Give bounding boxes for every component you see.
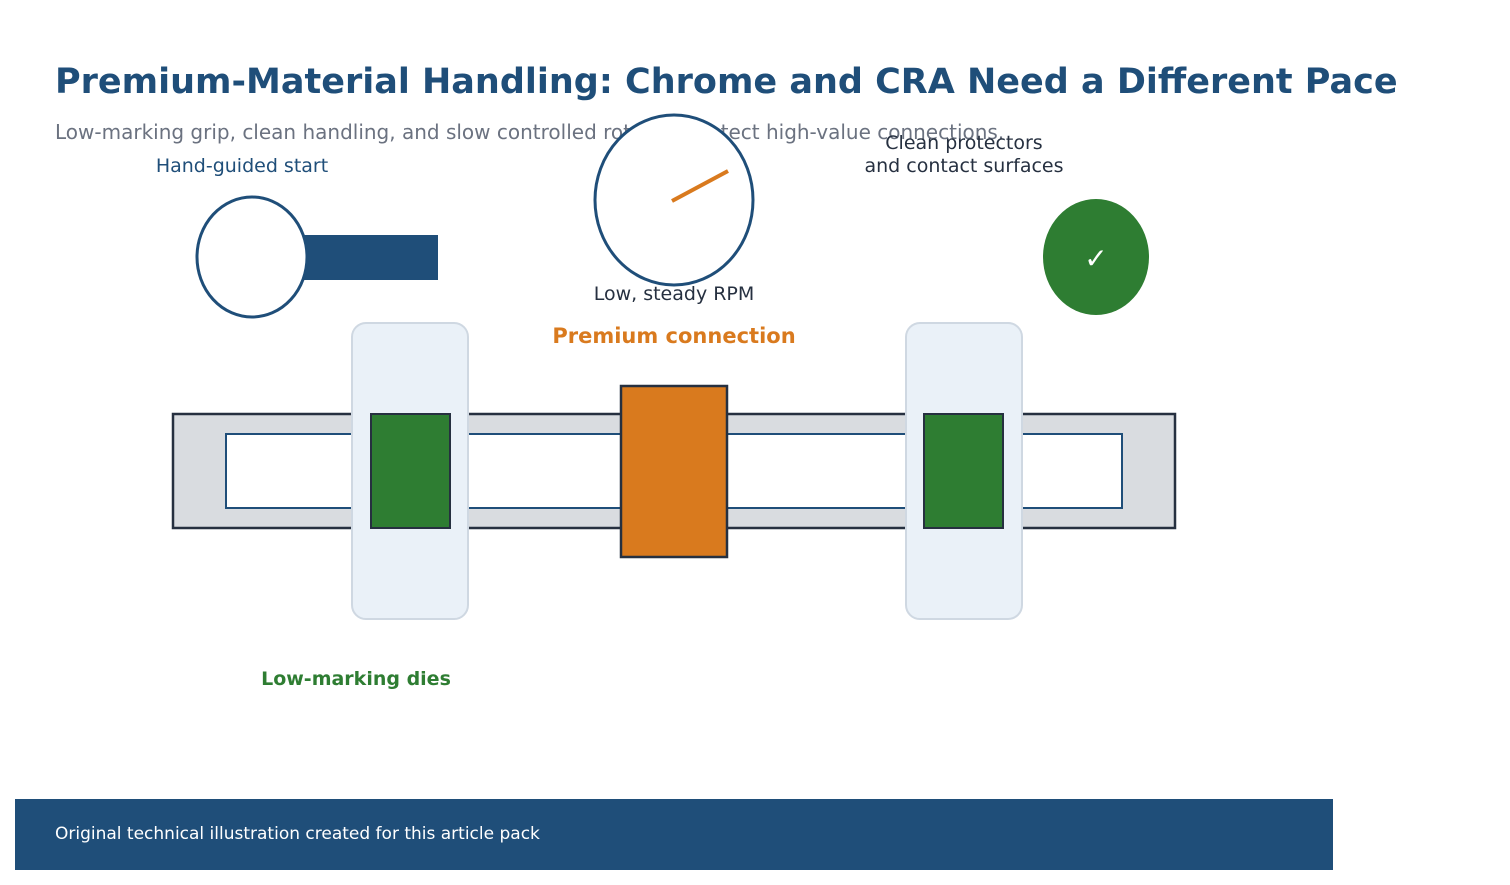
wrench-head <box>195 195 309 319</box>
right-die-assembly <box>905 322 1023 620</box>
right-die-insert <box>923 413 1004 529</box>
low-marking-dies-label: Low-marking dies <box>261 668 451 690</box>
gauge-needle <box>671 169 729 203</box>
hand-guided-label: Hand-guided start <box>156 155 328 177</box>
left-die-assembly <box>351 322 469 620</box>
clean-label-line2: and contact surfaces <box>864 155 1063 177</box>
page-subtitle: Low-marking grip, clean handling, and sl… <box>55 120 1005 144</box>
check-circle <box>1043 199 1149 315</box>
page-title: Premium-Material Handling: Chrome and CR… <box>55 62 1398 102</box>
check-badge-icon: ✓ <box>1043 199 1149 315</box>
footer-bar: Original technical illustration created … <box>15 799 1333 870</box>
premium-connection-label: Premium connection <box>552 324 795 348</box>
hand-wrench-icon <box>195 195 438 319</box>
premium-connection-coupling <box>619 384 729 559</box>
left-die-insert <box>370 413 451 529</box>
footer-credit: Original technical illustration created … <box>55 824 540 844</box>
clean-label-line1: Clean protectors <box>885 132 1042 154</box>
rpm-gauge-icon <box>593 113 755 287</box>
check-icon: ✓ <box>1084 242 1107 275</box>
wrench-handle <box>304 235 438 280</box>
rpm-label: Low, steady RPM <box>594 283 755 305</box>
